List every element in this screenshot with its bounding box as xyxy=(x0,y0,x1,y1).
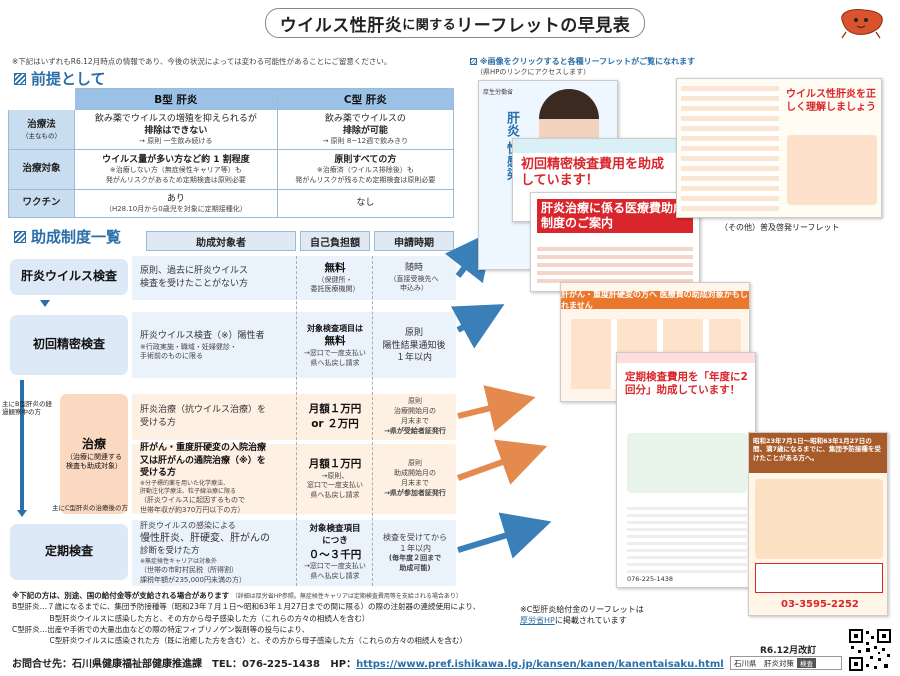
burden-treatment: 月額１万円 or ２万円 xyxy=(308,403,362,430)
burden-periodic: 対象検査項目 につき ０～３千円 →窓口で一度支払い 県へ払戻し請求 xyxy=(304,523,366,581)
col-burden: 自己負担額 xyxy=(300,231,370,251)
premise-cell-b: 飲み薬でウイルスの増殖を抑えられるが 排除はできない → 原則 一生飲み続ける xyxy=(74,109,278,150)
liver-mascot-icon xyxy=(841,9,883,39)
footer-tag: 石川県 肝炎対策検査 xyxy=(730,656,842,670)
premise-row-label: 治療対象 xyxy=(8,149,75,190)
row-bg-virus-test xyxy=(132,256,456,300)
premise-row-treatment: 治療法（主なもの） 飲み薬でウイルスの増殖を抑えられるが 排除はできない → 原… xyxy=(8,109,455,150)
side-note-c: 主にC型肝炎の治療後の方 xyxy=(52,504,129,512)
timing-initial-exam: 原則 陽性結果通知後 １年以内 xyxy=(382,328,446,364)
label-initial-exam: 初回精密検査 xyxy=(10,315,128,375)
premise-cell-b: ウイルス量が多い方など約 1 割程度 ※治療しない方（無症候性キャリア等）も 発… xyxy=(74,149,278,190)
other-leaflets-caption: （その他）普及啓発リーフレット xyxy=(720,223,840,232)
contact-url-link[interactable]: https://www.pref.ishikawa.lg.jp/kansen/k… xyxy=(356,659,724,670)
hatched-square-icon xyxy=(14,230,26,243)
title-mid: に関する xyxy=(402,17,457,33)
leaflets-sub: （県HPのリンクにアクセスします） xyxy=(476,68,591,76)
premise-col-c: C型 肝炎 xyxy=(276,88,455,110)
side-note-b: 主にB型肝炎の経過観察中の方 xyxy=(2,400,52,417)
timing-treatment: 原則 治療開始月の 月末まで →県が受給者証発行 xyxy=(384,397,446,435)
target-virus-test: 原則、過去に肝炎ウイルス 検査を受けたことがない方 xyxy=(140,266,249,289)
premise-row-target: 治療対象 ウイルス量が多い方など約 1 割程度 ※治療しない方（無症候性キャリア… xyxy=(8,149,455,190)
leaflet-periodic[interactable]: 定期検査費用を「年度に2回分」助成しています！ 076-225-1438 xyxy=(616,352,756,588)
revised-date: R6.12月改訂 xyxy=(760,646,817,656)
flow-arrow-icon xyxy=(40,300,50,307)
flow-line xyxy=(20,380,24,510)
col-divider xyxy=(296,256,297,586)
premise-cell-c: 飲み薬でウイルスの 排除が可能 → 原則 8~12週で飲みきり xyxy=(276,109,455,150)
arrow-severe xyxy=(456,439,548,485)
top-note: ※下記はいずれもR6.12月時点の情報であり、今後の状況によっては変わる可能性が… xyxy=(12,57,392,66)
timing-virus-test: 随時 （直接受検先へ 申込み） xyxy=(389,262,439,293)
leaflet-treatment[interactable]: 肝炎治療に係る医療費助成制度のご案内 xyxy=(530,192,700,292)
row-bg-treatment xyxy=(132,394,456,440)
premise-heading-text: 前提として xyxy=(31,70,106,88)
subsidy-heading: 助成制度一覧 xyxy=(14,226,121,247)
row-bg-severe xyxy=(132,444,456,514)
flow-arrow-icon xyxy=(17,510,27,517)
hatched-square-icon xyxy=(14,72,26,85)
qr-code-icon[interactable] xyxy=(848,628,892,672)
premise-cell-b: あり （H28.10月から0歳児を対象に定期接種化） xyxy=(74,189,278,218)
premise-corner xyxy=(8,88,75,110)
row-bg-initial xyxy=(132,312,456,378)
mhlw-hp-link[interactable]: 厚労省HP xyxy=(520,616,555,626)
c-benefit-note: ※C型肝炎給付金のリーフレットは 厚労省HPに掲載されています xyxy=(520,605,644,626)
arrow-initial-exam xyxy=(450,304,505,349)
col-timing: 申請時期 xyxy=(374,231,454,251)
title-main: ウイルス性肝炎 xyxy=(279,15,403,36)
arrow-treatment xyxy=(457,385,536,432)
premise-table: B型 肝炎 C型 肝炎 治療法（主なもの） 飲み薬でウイルスの増殖を抑えられるが… xyxy=(8,88,455,218)
subsidy-heading-text: 助成制度一覧 xyxy=(31,228,122,246)
row-bg-periodic xyxy=(132,520,456,586)
target-treatment: 肝炎治療（抗ウイルス治療）を 受ける方 xyxy=(140,405,267,428)
label-periodic-exam: 定期検査 xyxy=(10,524,128,580)
premise-cell-c: なし xyxy=(276,189,455,218)
target-initial-exam: 肝炎ウイルス検査（※）陽性者 ※行政実施・職域・妊婦健診・ 手術前のものに限る xyxy=(140,330,265,361)
contact-line: お問合せ先：石川県健康福祉部健康推進課 TEL：076-225-1438 HP：… xyxy=(12,659,724,670)
title-rest: リーフレットの早見表 xyxy=(456,15,631,36)
premise-row-vaccine: ワクチン あり （H28.10月から0歳児を対象に定期接種化） なし xyxy=(8,189,455,218)
target-severe: 肝がん・重度肝硬変の入院治療 又は肝がんの通院治療（※）を 受ける方 ※分子標的… xyxy=(140,442,267,515)
premise-col-b: B型 肝炎 xyxy=(74,88,278,110)
premise-row-label: 治療法（主なもの） xyxy=(8,109,75,150)
label-virus-test: 肝炎ウイルス検査 xyxy=(10,259,128,295)
burden-severe: 月額１万円 →原則、 窓口で一度支払い 県へ払戻し請求 xyxy=(307,457,363,500)
target-periodic: 肝炎ウイルスの感染による 慢性肝炎、肝硬変、肝がんの 診断を受けた方 ※無症候性… xyxy=(140,521,270,584)
leaflets-heading: ※画像をクリックすると各種リーフレットがご覧になれます xyxy=(470,56,695,67)
timing-periodic: 検査を受けてから １年以内 (毎年度２回まで 助成可能) xyxy=(383,533,447,573)
timing-severe: 原則 助成開始月の 月末まで →県が参加者証発行 xyxy=(384,459,446,497)
leaflet-awareness[interactable]: ウイルス性肝炎を正しく理解しましょう xyxy=(676,78,882,218)
col-divider xyxy=(372,256,373,586)
burden-initial-exam: 対象検査項目は 無料 →窓口で一度支払い 県へ払戻し請求 xyxy=(304,324,366,367)
premise-cell-c: 原則すべての方 ※治療済（ウイルス排除後）も 発がんリスクが残るため定期検査は原… xyxy=(276,149,455,190)
footnotes: ※下記の方は、別途、国の給付金等が支給される場合があります （詳細は厚労省HP参… xyxy=(12,591,481,645)
hatched-square-icon xyxy=(470,58,477,65)
premise-heading: 前提として xyxy=(14,68,106,89)
label-treatment: 治療 （治療に関連する検査も助成対象） xyxy=(60,394,128,514)
leaflet-b-benefit[interactable]: 昭和23年7月1日～昭和63年1月27日の間、満7歳になるまでに、集団予防接種を… xyxy=(748,432,888,616)
premise-row-label: ワクチン xyxy=(8,189,75,218)
contact-tel: 076-225-1438 xyxy=(242,659,320,670)
col-target: 助成対象者 xyxy=(146,231,296,251)
arrow-periodic xyxy=(457,512,552,559)
page-title: ウイルス性肝炎 に関する リーフレットの早見表 xyxy=(265,8,645,38)
burden-virus-test: 無料 （保健所・ 委託医療機関） xyxy=(310,261,360,294)
